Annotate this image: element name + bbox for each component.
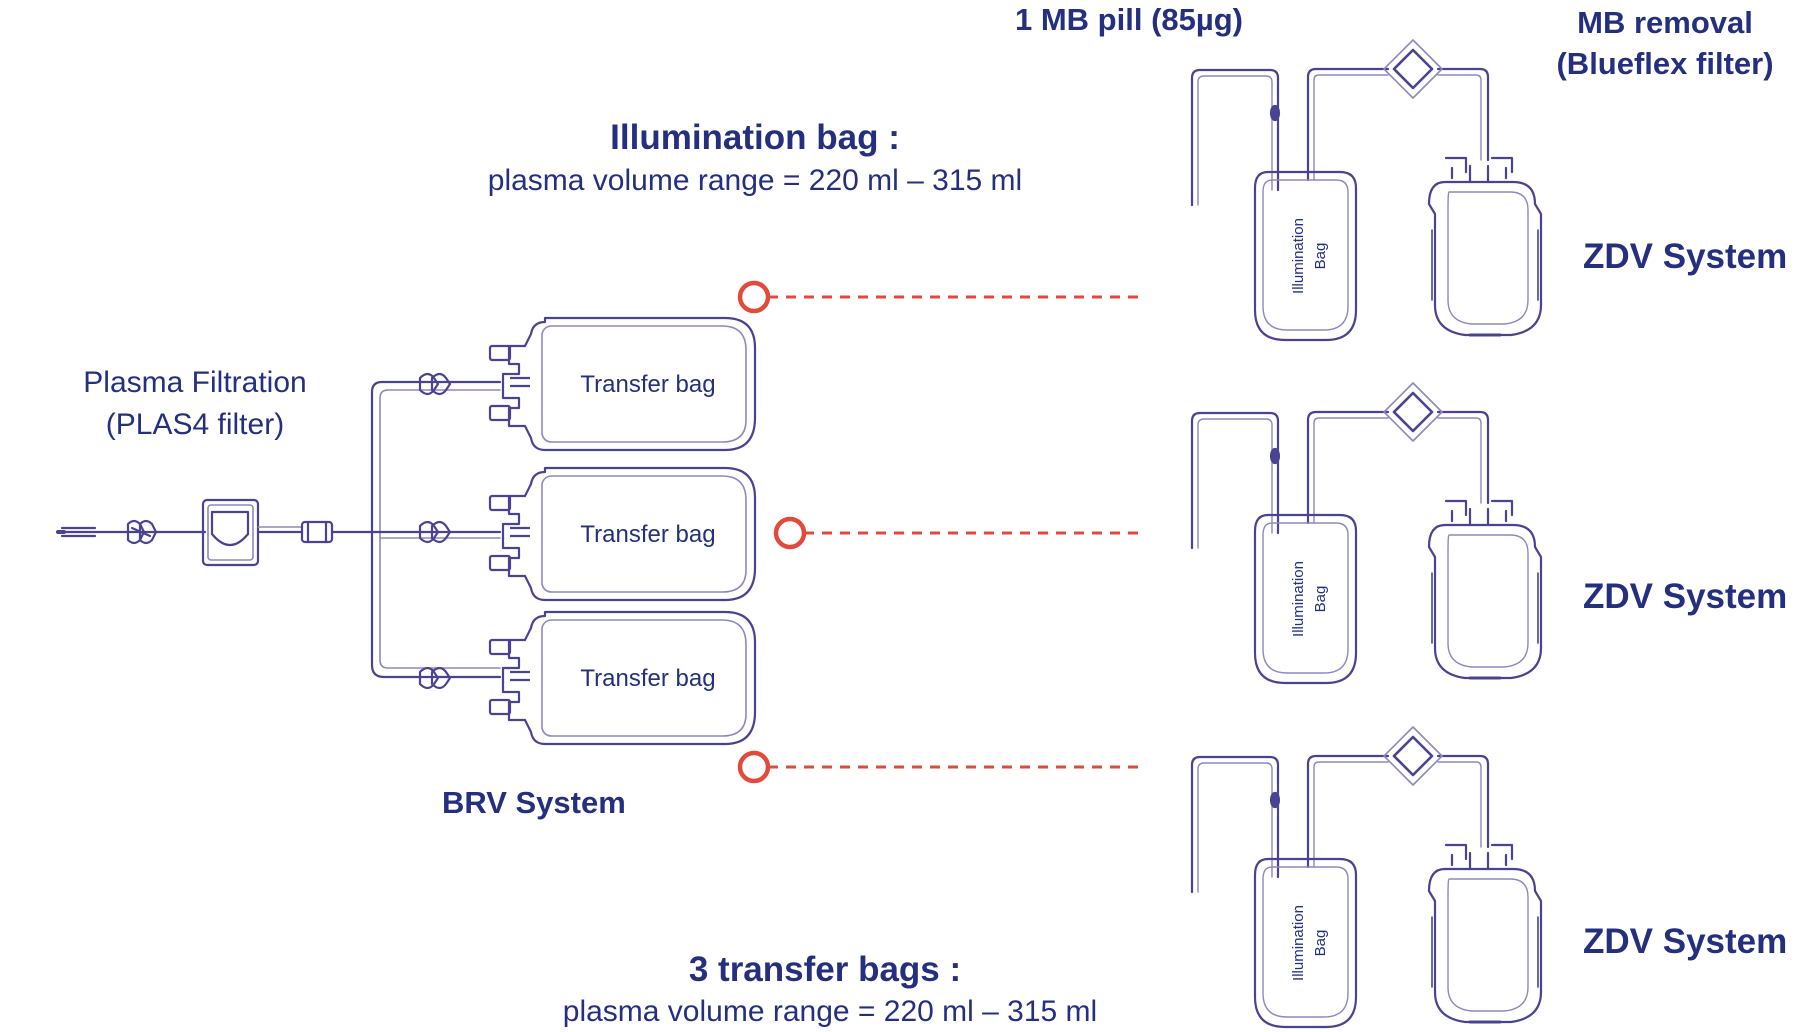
plasma-filtration-label: Plasma Filtration (PLAS4 filter) [40,362,350,446]
mb-pill-icon [1269,791,1281,809]
illumination-bag-title: Illumination bag : [610,118,900,157]
transfer-bag-label: Transfer bag [580,665,715,692]
transfer-bag-3: Transfer bag [488,610,757,746]
transfer-bag-label: Transfer bag [580,371,715,398]
branch-clamp-icon [418,372,452,396]
mb-removal-line-1: MB removal [1577,5,1753,40]
mb-pill-icon [1269,447,1281,465]
manifold-tubing [368,380,502,679]
transfer-bag-2: Transfer bag [488,466,757,602]
illumination-volume-range: plasma volume range = 220 ml – 315 ml [487,164,1023,197]
zdv-system-label-3: ZDV System [1583,922,1788,961]
zdv-system-label-1: ZDV System [1583,237,1788,276]
connector-node-icon [737,750,771,784]
mb-pill-icon [1269,104,1281,122]
junction-connector-icon [300,520,334,544]
blueflex-filter-icon [1383,39,1443,99]
zdv-system-label-2: ZDV System [1583,577,1788,616]
brv-system-illustration [56,372,502,690]
transfer-bag-1: Transfer bag [488,316,757,452]
brv-system-label: BRV System [442,785,626,820]
connectors [737,280,1145,784]
connector-node-icon [737,280,771,314]
inlet-line [56,526,207,538]
branch-clamp-icon [418,520,452,544]
transfer-bag-label: Transfer bag [580,521,715,548]
blueflex-filter-icon [1383,726,1443,786]
branch-clamp-icon [418,666,452,690]
mb-removal-line-2: (Blueflex filter) [1556,46,1774,81]
connector-3 [737,750,1145,784]
connector-2 [773,516,1145,550]
transfer-volume-range: plasma volume range = 220 ml – 315 ml [562,995,1098,1028]
plasma-filtration-line-2: (PLAS4 filter) [105,408,285,441]
inlet-clamp-icon [126,519,158,545]
mb-pill-label: 1 MB pill (85µg) [1015,2,1243,37]
plas4-filter-icon [201,498,260,567]
connector-1 [737,280,1145,314]
transfer-bags-title: 3 transfer bags : [688,950,962,989]
plasma-filtration-line-1: Plasma Filtration [83,366,307,399]
blueflex-filter-icon [1383,382,1443,442]
mb-removal-label: MB removal (Blueflex filter) [1520,2,1810,84]
connector-node-icon [773,516,807,550]
